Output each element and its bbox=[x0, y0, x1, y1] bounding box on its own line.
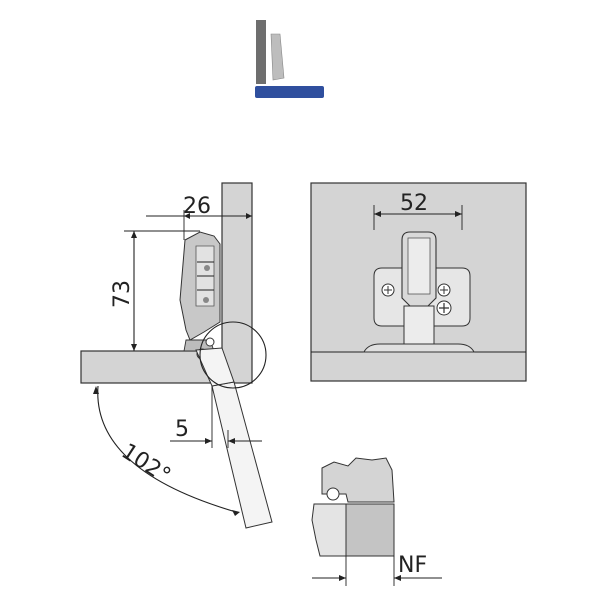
dimension-5: 5 bbox=[170, 386, 262, 448]
label-5: 5 bbox=[175, 417, 189, 442]
label-102: 102° bbox=[117, 439, 175, 489]
label-73: 73 bbox=[110, 280, 135, 308]
front-view: 52 bbox=[310, 182, 527, 382]
opened-door-outline bbox=[195, 347, 273, 529]
label-52: 52 bbox=[400, 191, 428, 216]
dimension-26: 26 bbox=[146, 194, 252, 240]
dimension-52: 52 bbox=[373, 191, 463, 230]
icon-hinge bbox=[270, 33, 285, 81]
detail-side-block bbox=[345, 503, 395, 557]
detail-door-block bbox=[311, 503, 347, 557]
icon-door-blue bbox=[255, 86, 324, 98]
detail-pivot-icon bbox=[326, 487, 340, 501]
hinge-arm-front bbox=[363, 231, 475, 353]
hinge-arm bbox=[179, 231, 221, 360]
mounting-type-icon bbox=[255, 20, 324, 98]
icon-side-panel bbox=[256, 20, 266, 84]
dimension-73: 73 bbox=[110, 230, 200, 351]
detail-view: NF bbox=[311, 457, 442, 586]
cabinet-side-panel bbox=[221, 182, 253, 384]
side-view: 26 73 5 102° bbox=[80, 182, 273, 529]
label-26: 26 bbox=[183, 194, 211, 219]
detail-circle bbox=[199, 321, 267, 389]
label-nf: NF bbox=[398, 553, 427, 578]
